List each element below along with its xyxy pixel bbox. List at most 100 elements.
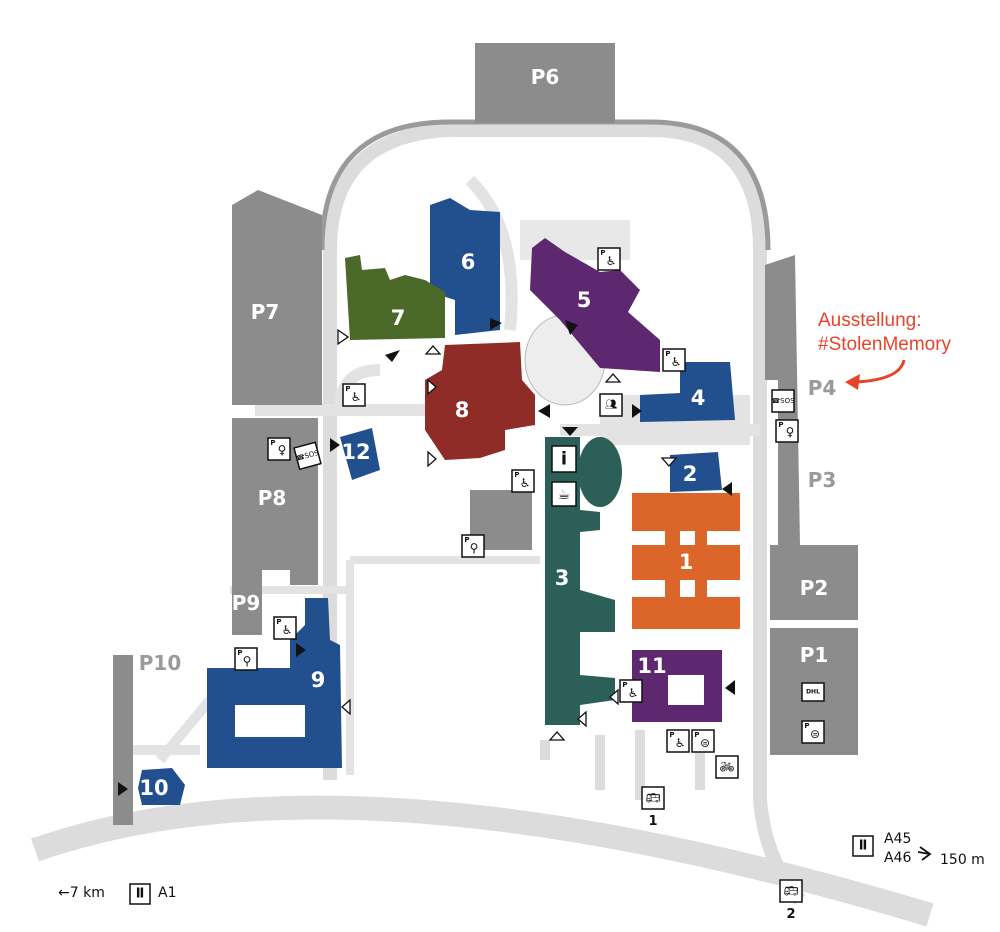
label-p2: P2 [800,576,829,600]
ev-charging-icon: P⊜ [691,729,715,753]
label-building-6: 6 [461,250,476,274]
entrance-marker [722,482,732,496]
annotation-arrow [854,359,906,384]
entrance-marker [725,680,735,695]
building-3[interactable] [545,437,622,725]
svg-text:♿: ♿ [282,623,293,637]
cafe-icon: ☕︎ [551,481,577,507]
motorway-icon: Ⅱ [129,883,151,905]
building-10[interactable] [138,768,185,805]
building-7[interactable] [345,255,445,340]
annotation-arrowhead [845,374,860,390]
label-p1: P1 [800,643,829,667]
building-9[interactable] [207,598,342,768]
bus-stop-1-label: 1 [648,814,657,829]
svg-text:P: P [622,681,627,689]
entrance-marker [296,643,306,657]
label-building-4: 4 [691,386,706,410]
label-p6: P6 [531,65,560,89]
entrance-marker [385,350,400,362]
info-icon: i [551,445,577,473]
parking-wheelchair-icon: P♿ [597,247,621,271]
svg-text:P: P [270,439,275,447]
parking-p7 [232,190,322,405]
svg-text:♿: ♿ [675,736,686,750]
svg-text:P: P [694,731,699,739]
entrance-markers [118,318,735,796]
dhl-icon: DHL [801,682,825,702]
svg-text:🚌︎: 🚌︎ [645,791,660,805]
label-building-2: 2 [683,462,698,486]
svg-text:⚲: ⚲ [243,654,252,668]
building-8[interactable] [425,342,535,460]
motorway-icon: Ⅱ [852,835,874,857]
direction-right-distance: 150 m [940,852,985,868]
buildings[interactable] [138,198,740,805]
label-building-1: 1 [679,550,694,574]
svg-text:👥︎: 👥︎ [605,400,618,411]
roads [31,119,934,927]
svg-text:Ⅱ: Ⅱ [859,839,868,854]
label-building-10: 10 [139,776,168,800]
svg-text:P: P [778,421,783,429]
svg-text:♿: ♿ [351,390,362,404]
label-p4: P4 [808,376,837,400]
label-p10: P10 [139,651,182,675]
building-4[interactable] [640,362,735,422]
svg-text:P: P [237,649,242,657]
svg-text:P: P [600,249,605,257]
bus-stop-2-label: 2 [786,907,795,922]
label-p8: P8 [258,486,287,510]
svg-text:🚌︎: 🚌︎ [783,884,798,898]
sos-phone-icon: ☎SOS [771,389,795,413]
annotation-line-1: Ausstellung: [818,310,922,331]
label-building-5: 5 [577,288,592,312]
bus-stop-icon: 🚌︎ [779,879,803,903]
label-building-7: 7 [391,306,406,330]
wc-female-icon: P♀ [775,419,799,443]
svg-text:♿: ♿ [606,254,617,268]
ev-charging-icon: P⊜ [801,720,825,744]
parking-p10 [113,655,133,825]
svg-text:P: P [669,731,674,739]
ring-road-edge [319,119,771,251]
building-11[interactable] [632,650,722,722]
ring-road [323,123,806,905]
building-1[interactable] [632,493,740,629]
direction-right-motorway-1: A45 [884,831,911,847]
svg-text:P: P [804,722,809,730]
svg-text:P: P [345,385,350,393]
building-5[interactable] [530,238,660,372]
label-p9: P9 [232,591,261,615]
entrance-marker [330,438,340,452]
svg-text:P: P [514,471,519,479]
label-building-8: 8 [455,398,470,422]
parking-wheelchair-icon: P♿ [666,729,690,753]
svg-text:⊜: ⊜ [810,727,820,741]
parking-p6 [475,43,615,123]
parking-wheelchair-icon: P♿ [342,383,366,407]
label-building-12: 12 [341,440,370,464]
svg-text:P: P [276,618,281,626]
parking-areas [113,43,858,825]
building-2[interactable] [670,452,722,492]
entrance-marker [118,782,128,796]
entrance-marker [490,318,502,330]
label-p3: P3 [808,468,837,492]
svg-text:P: P [665,350,670,358]
bike-parking-icon: P⚲ [461,534,485,558]
sos-phone-icon: ☎SOS [293,441,322,471]
bike-parking-icon: 🚲︎ [715,755,739,779]
parking-p8-p9 [232,418,318,635]
svg-text:P: P [464,536,469,544]
svg-text:♿: ♿ [628,686,639,700]
label-building-3: 3 [555,566,570,590]
svg-text:♿: ♿ [671,355,682,369]
svg-text:♀: ♀ [786,425,795,439]
svg-text:♀: ♀ [278,443,287,457]
building-6[interactable] [430,198,500,335]
building-12[interactable] [340,428,380,480]
wc-female-icon: P♀ [267,437,291,461]
svg-text:☕︎: ☕︎ [558,487,571,503]
